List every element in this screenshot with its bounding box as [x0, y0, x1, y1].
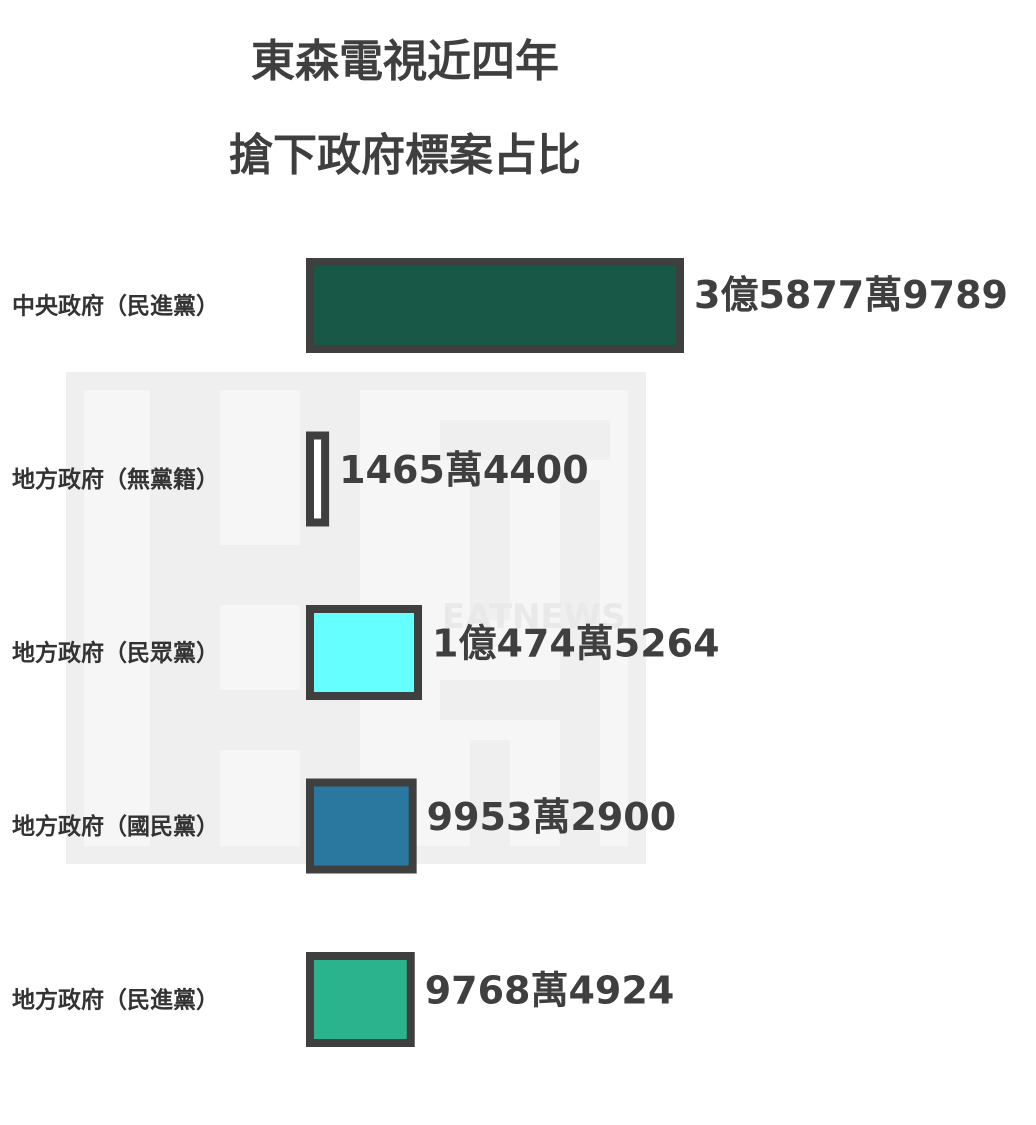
category-label-1: 地方政府（無黨籍）	[12, 466, 219, 493]
bar-1	[306, 431, 330, 527]
value-label-3: 9953萬2900	[427, 795, 677, 839]
bar-3	[306, 778, 417, 874]
chart-title-line-1: 東森電視近四年	[251, 36, 559, 87]
value-label-2: 1億474萬5264	[432, 622, 720, 666]
value-label-1: 1465萬4400	[339, 448, 589, 492]
value-label-4: 9768萬4924	[425, 969, 675, 1013]
watermark-logo: EATNEWS	[66, 372, 646, 864]
category-label-4: 地方政府（民進黨）	[12, 987, 219, 1014]
watermark-text: EATNEWS	[442, 597, 626, 637]
bar-0	[306, 258, 684, 353]
category-label-3: 地方政府（國民黨）	[12, 813, 219, 840]
bar-2	[306, 605, 423, 700]
chart-title-line-2: 搶下政府標案占比	[229, 130, 581, 181]
category-label-0: 中央政府（民進黨）	[12, 293, 219, 320]
category-label-2: 地方政府（民眾黨）	[12, 640, 219, 667]
bar-4	[306, 952, 415, 1047]
value-label-0: 3億5877萬9789	[694, 273, 1008, 317]
